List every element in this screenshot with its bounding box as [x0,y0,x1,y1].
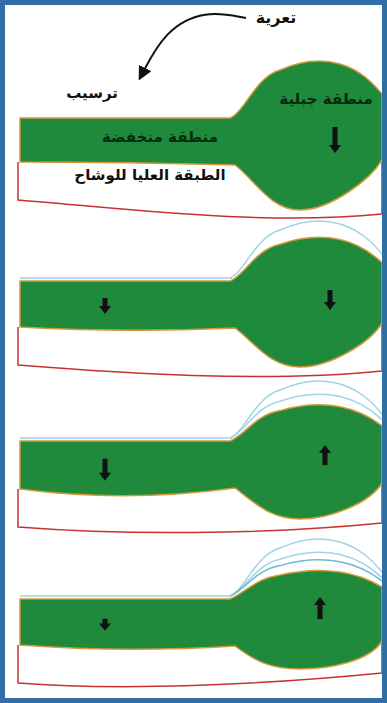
transport-arrow [140,14,246,78]
former-surface [20,595,232,597]
movement-arrow [329,127,341,153]
former-surface [20,437,232,439]
crust-panel [18,61,382,218]
process-label: تعرية [256,8,297,27]
movement-arrow [99,619,111,631]
crust-panel [18,539,382,687]
crust [20,570,382,669]
movement-arrow [319,445,331,465]
crust [20,61,382,210]
crust-panel [18,381,382,533]
movement-arrow [99,459,111,481]
movement-arrow [99,298,111,314]
crust-panel [18,221,382,377]
process-label: ترسيب [66,84,118,102]
frame [3,3,385,701]
movement-arrow [324,290,336,310]
region-label: منطقة منخفضة [102,128,218,146]
crust [20,405,382,519]
crust [20,237,382,367]
movement-arrow [314,597,326,619]
former-surface [20,277,232,279]
layer-label: الطبقة العليا للوشاح [74,166,225,184]
region-label: منطقة جبلية [279,90,372,108]
